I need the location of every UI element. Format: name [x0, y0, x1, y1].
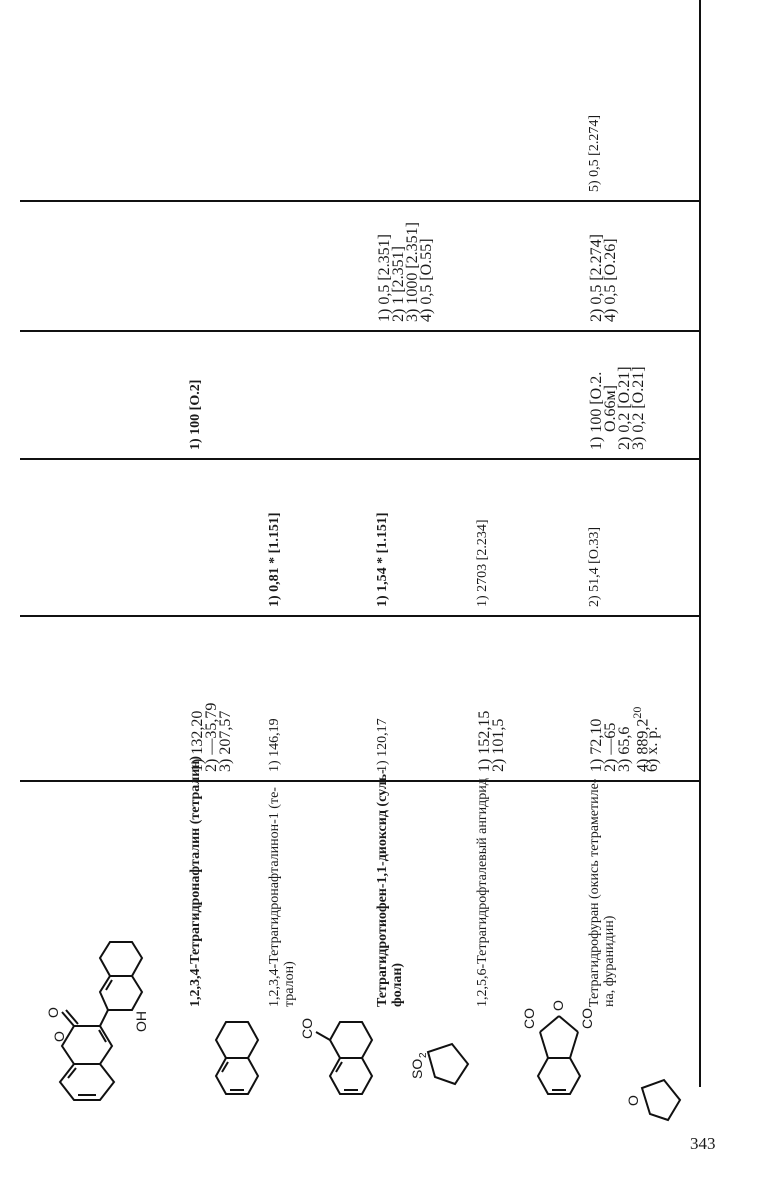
values-c5-thf: 2) 0,5 [2.274] 4) 0,5 [O.26] — [588, 234, 619, 322]
prop-line: 3) 207,57 — [217, 710, 234, 772]
values-c4-thf: 1) 100 [O.2. O.66м] 2) 0,2 [O.21] 3) 0,2… — [588, 366, 647, 450]
pyranone-ring — [60, 1025, 114, 1065]
tetralin-saturated — [98, 941, 144, 977]
tetralin-saturated-2 — [214, 1021, 260, 1059]
compound-name-thf-cont: на, фуранидин) — [602, 915, 617, 1007]
value-line: 3) 0,2 [O.21] — [630, 366, 647, 450]
furan-oxygen-label: O — [625, 1095, 641, 1106]
prop-line: 2) —35,79 — [203, 702, 220, 772]
compound-name-anhydride: 1,2,5,6-Тетрагидрофталевый ангидрид — [475, 778, 490, 1007]
value-c3-tetralone: 1) 0,81 * [1.151] — [267, 512, 282, 608]
carbonyl-label: CO — [299, 1018, 315, 1039]
value-line: 4) 0,5 [O.26] — [602, 238, 619, 322]
prop-line: 2) —65 — [602, 722, 619, 772]
tetralin-aromatic-2 — [214, 1057, 260, 1095]
prop-line-with-sup: 4) 889,220 — [630, 706, 651, 772]
prop-line: 1) 152,15 — [476, 710, 493, 772]
prop-superscript: 20 — [630, 706, 644, 719]
prop-line: 1) 72,10 — [588, 718, 605, 772]
value-line: 1) 0,5 [2.351] — [376, 234, 393, 322]
value-c6-thf: 5) 0,5 [2.274] — [587, 115, 602, 192]
props-sulfolane: 1) 120,17 — [375, 718, 390, 772]
props-anhydride: 1) 152,15 2) 101,5 — [476, 710, 507, 772]
value-line: 3) 1000 [2.351] — [404, 222, 421, 322]
prop-line: 2) 101,5 — [490, 718, 507, 772]
compound-name-tetralone: 1,2,3,4-Тетрагидронафталинон-1 (те- — [267, 787, 282, 1007]
value-line: 1) 100 [O.2. — [588, 371, 605, 450]
sulfonyl-subscript: 2 — [418, 1052, 429, 1058]
prop-line: 6) х. р. — [644, 726, 661, 772]
hydroxyl-label: OH — [133, 1011, 149, 1032]
compound-name-tetralin: 1,2,3,4-Тетрагидронафталин (тетралин) — [188, 755, 203, 1007]
value-c4-tetralin: 1) 100 [O.2] — [188, 379, 203, 450]
value-line: 2) 0,5 [2.274] — [588, 234, 605, 322]
compound-name-sulfolane-cont: фолан) — [390, 962, 405, 1007]
oxygen-label-1: O — [51, 1031, 67, 1042]
value-c3-anhydride: 1) 2703 [2.234] — [475, 519, 490, 608]
values-c5-sulfolane: 1) 0,5 [2.351] 2) 1 [2.351] 3) 1000 [2.3… — [376, 222, 435, 322]
props-tetralin: 1) 132,20 2) —35,79 3) 207,57 — [189, 702, 234, 772]
compound-name-tetralone-cont: тралон) — [282, 961, 297, 1007]
anhydride-co-label-2: CO — [579, 1008, 595, 1029]
props-thf: 1) 72,10 2) —65 3) 65,6 4) 889,220 6) х.… — [588, 706, 661, 772]
oxygen-label-2: O — [45, 1007, 61, 1018]
compound-name-thf: Тетрагидрофуран (окись тетраметиле- — [587, 778, 602, 1007]
page-number: 343 — [690, 1134, 716, 1153]
prop-line: 3) 65,6 — [616, 726, 633, 772]
value-c3-thf: 2) 51,4 [O.33] — [587, 526, 602, 607]
anhydride-co-label-1: CO — [521, 1008, 537, 1029]
value-c3-sulfolane: 1) 1,54 * [1.151] — [375, 512, 390, 608]
tetralin-aromatic — [98, 975, 144, 1011]
compound-name-sulfolane: Тетрагидротиофен-1,1-диоксид (суль- — [375, 769, 390, 1007]
anhydride-o-label: O — [550, 1000, 566, 1011]
props-tetralone: 1) 146,19 — [267, 718, 282, 772]
sulfonyl-label: SO — [409, 1059, 425, 1079]
value-line: 2) 0,2 [O.21] — [616, 366, 633, 450]
prop-line: 1) 132,20 — [189, 710, 206, 772]
